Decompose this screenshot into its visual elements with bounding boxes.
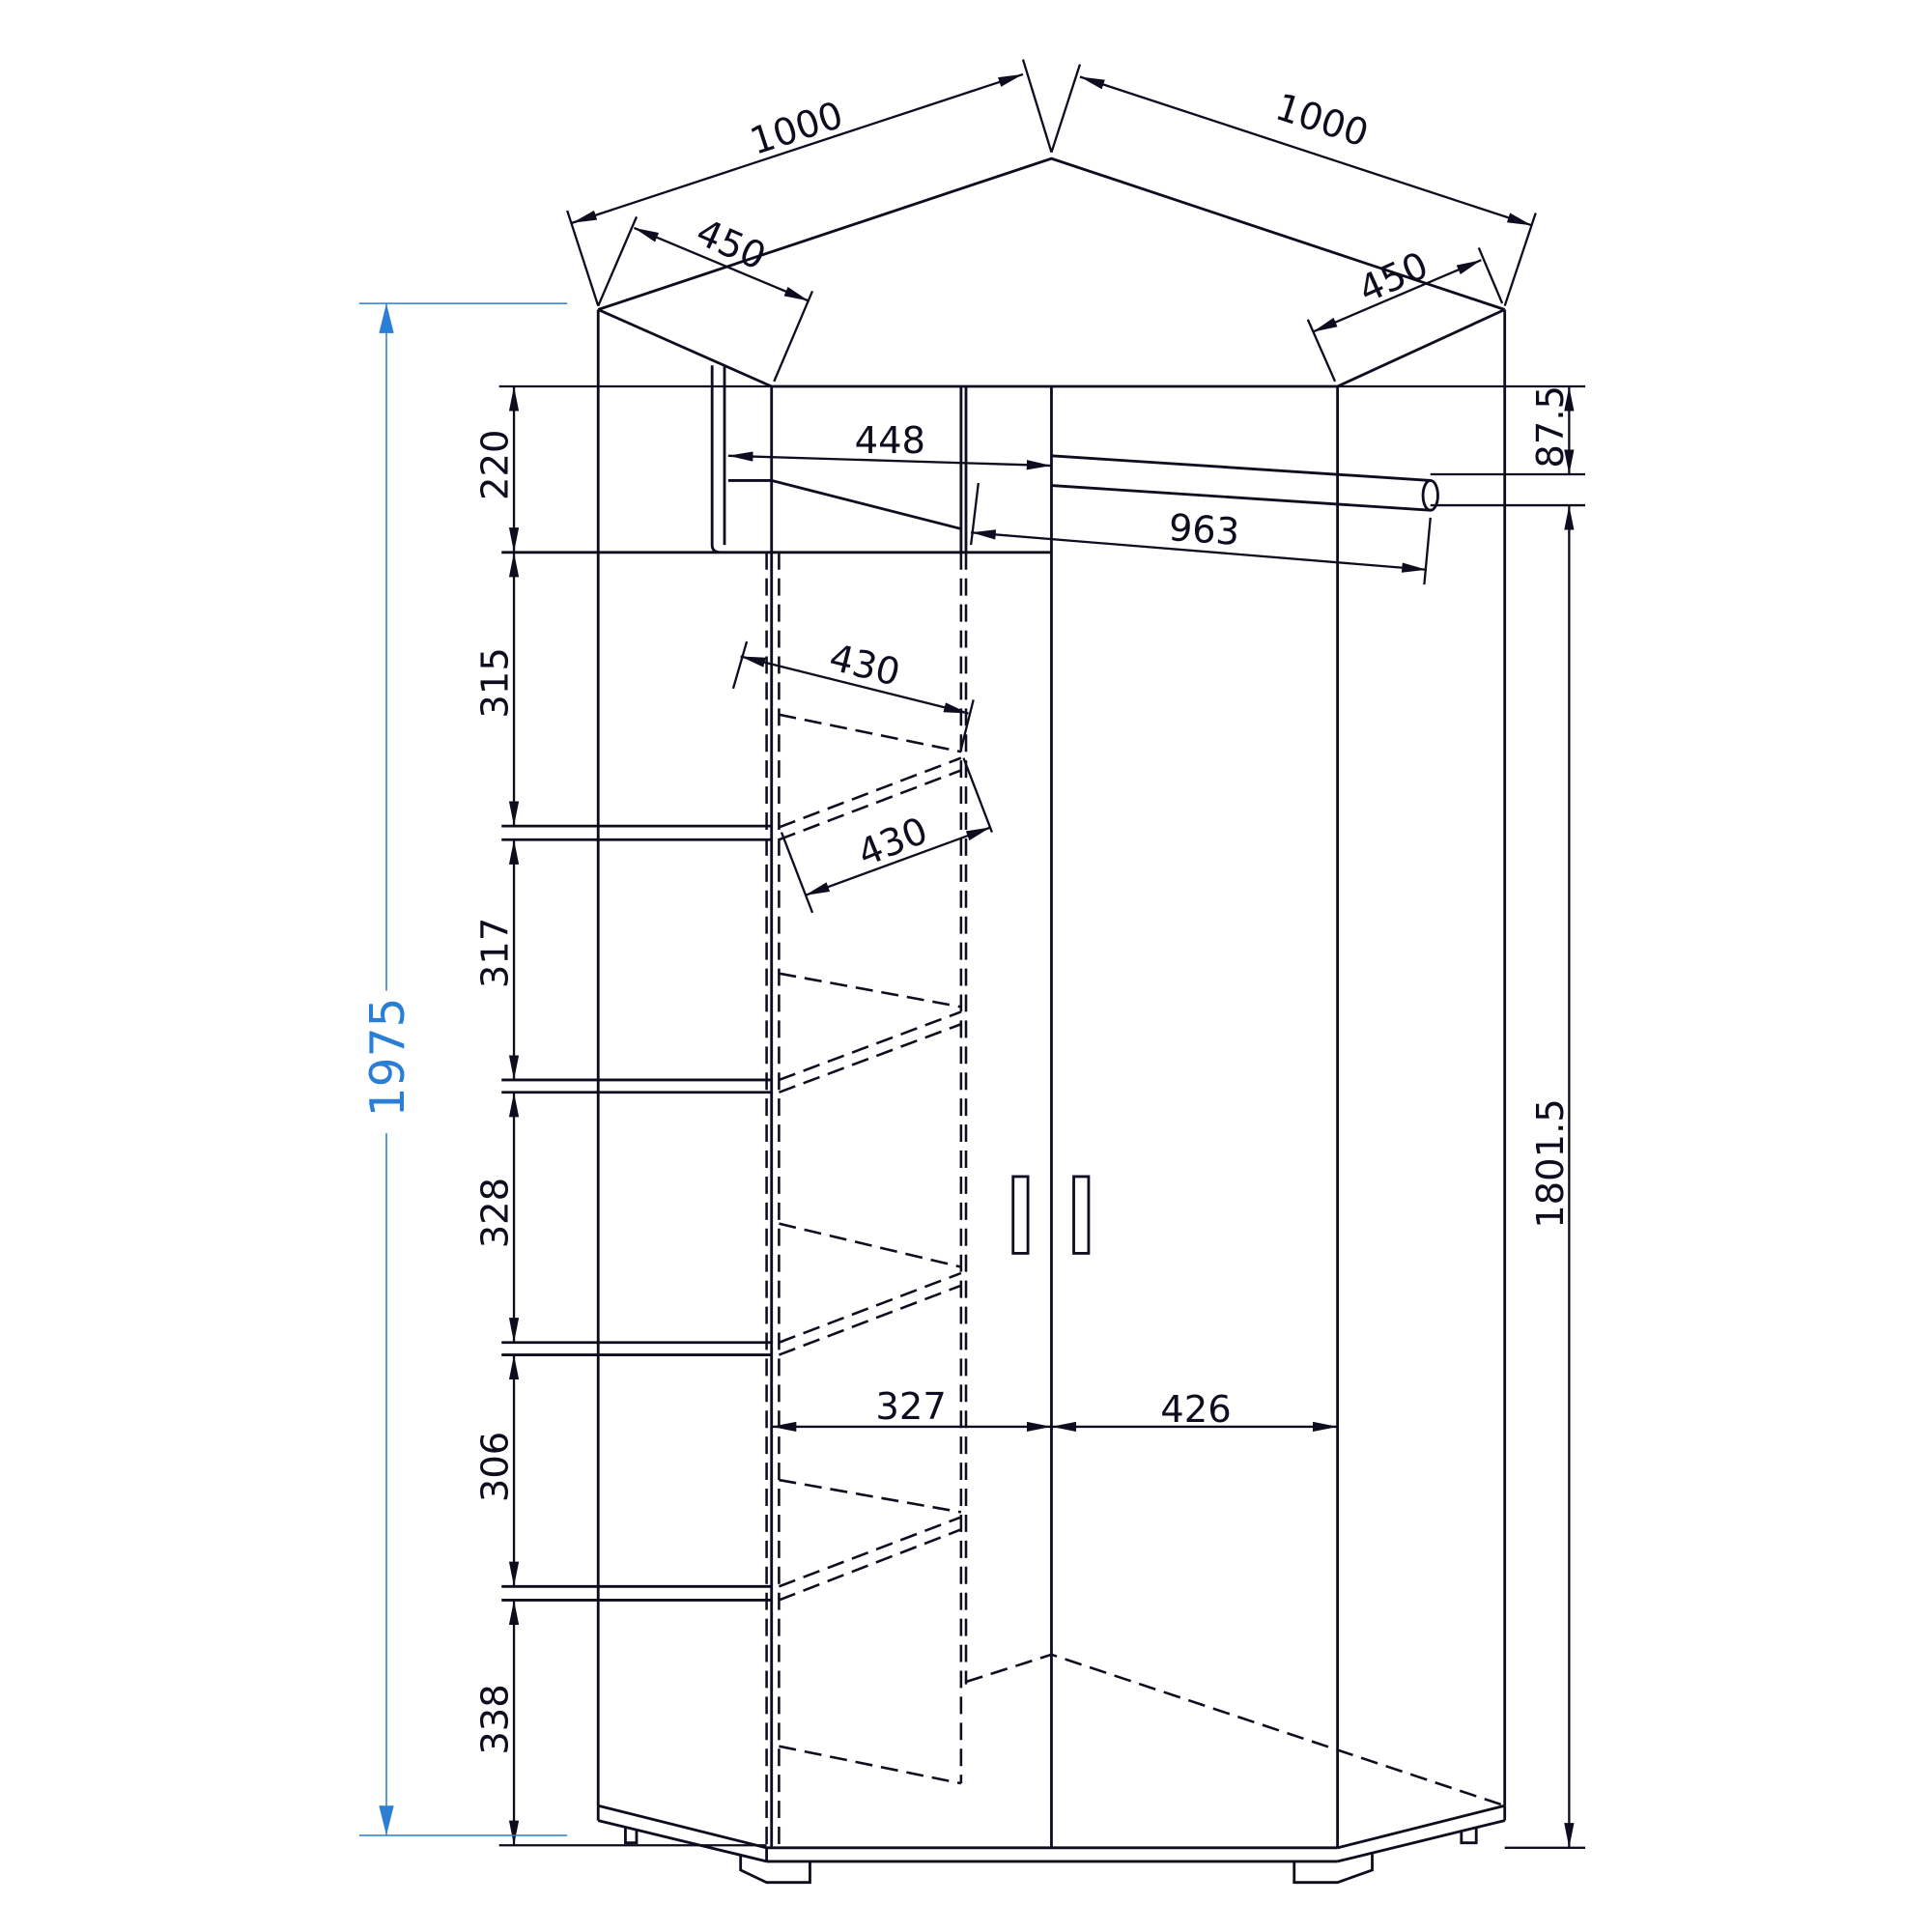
dim-width-left: 1000 [745, 94, 848, 164]
wardrobe-outline [501, 156, 1507, 1885]
dim-shelf-depth-b: 430 [852, 809, 934, 875]
dim-shelf-4: 306 [474, 1432, 518, 1502]
left-door-handle [1011, 1175, 1030, 1255]
shelves [501, 552, 1506, 1846]
dim-top-compartment: 220 [474, 430, 518, 500]
right-door-handle [1072, 1175, 1091, 1255]
dimension-lines [498, 59, 1586, 1849]
dim-rod-length: 963 [1167, 506, 1240, 554]
dim-shelf-2: 317 [474, 918, 518, 988]
dim-rod-offset: 87.5 [1529, 385, 1573, 469]
dim-shelf-3: 328 [474, 1178, 518, 1248]
dimension-labels: 1000 1000 450 450 220 315 317 328 306 33… [474, 86, 1573, 1755]
clothes-rod [1051, 454, 1439, 512]
dim-left-door: 327 [875, 1385, 946, 1429]
dim-shelf-5: 338 [474, 1684, 518, 1754]
overall-height-dimension: 1975 [359, 303, 568, 1835]
dim-top-inner: 448 [855, 419, 925, 463]
dim-total-height: 1975 [361, 997, 415, 1117]
dim-shelf-1: 315 [474, 647, 518, 718]
dim-right-door: 426 [1160, 1388, 1231, 1432]
dim-shelf-depth-a: 430 [825, 636, 904, 695]
dim-rod-height: 1801.5 [1529, 1098, 1573, 1229]
dim-depth-right: 450 [1352, 243, 1435, 312]
